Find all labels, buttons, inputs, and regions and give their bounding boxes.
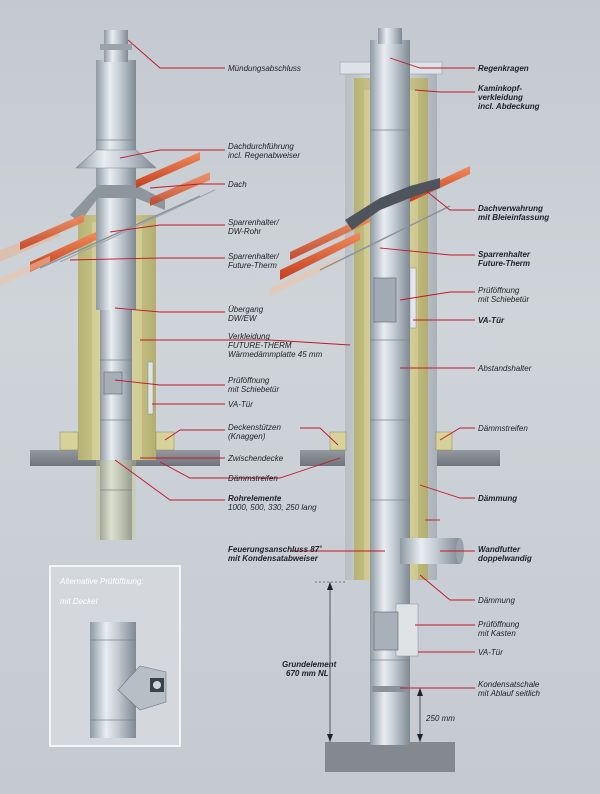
left-rain-deflector (75, 149, 157, 169)
label-zwischendecke: Zwischendecke (228, 454, 284, 463)
label-dach: Dach (228, 180, 247, 189)
right-inspection-box (395, 603, 419, 657)
label-uebergang: Übergang DW/EW (228, 305, 264, 323)
label-sparrenhalter-dw: Sparrenhalter/ DW-Rohr (228, 218, 279, 236)
label-sparrenhalter-ft: Sparrenhalter/ Future-Therm (228, 252, 279, 270)
right-chimney (300, 28, 500, 772)
right-roof (270, 166, 470, 296)
label-va-tuer-left: VA-Tür (228, 400, 253, 409)
left-inspection-door (103, 371, 123, 395)
inset-panel (49, 565, 181, 747)
right-inspection-door-1 (373, 277, 397, 323)
label-pruefoeffnung-schiebetuer-right: Prüföffnung mit Schiebetür (478, 286, 530, 304)
label-dim-250: 250 mm (426, 714, 455, 723)
label-abstandshalter: Abstandshalter (478, 364, 532, 373)
label-kondensatschale: Kondensatschale mit Ablauf seitlich (478, 680, 540, 698)
inset-cover (117, 665, 167, 711)
label-pruefoeffnung-schiebetuer-left: Prüföffnung mit Schiebetür (228, 376, 280, 394)
label-va-tuer-right-2: VA-Tür (478, 648, 503, 657)
label-wandfutter: Wandfutter doppelwandig (478, 545, 532, 563)
right-roof-flashing (345, 178, 440, 230)
label-va-tuer-right-1: VA-Tür (478, 316, 505, 325)
label-deckenstuetzen: Deckenstützen (Knaggen) (228, 423, 281, 441)
label-feuerungsanschluss: Feuerungsanschluss 87˚ mit Kondensatabwe… (228, 545, 322, 563)
label-dachverwahrung: Dachverwahrung mit Bleieinfassung (478, 204, 550, 222)
label-pruefoeffnung-kasten: Prüföffnung mit Kasten (478, 620, 520, 638)
label-daemmung-2: Dämmung (478, 596, 515, 605)
inset-title: Alternative Prüföffnung: mit Deckel (60, 577, 144, 606)
label-verkleidung: Verkleidung FUTURE-THERM Wärmedämmplatte… (228, 332, 323, 359)
label-daemmstreifen-right: Dämmstreifen (478, 424, 528, 433)
label-kaminkopfverkleidung: Kaminkopf- verkleidung incl. Abdeckung (478, 84, 540, 111)
label-sparrenhalter-right: Sparrenhalter Future-Therm (478, 250, 531, 268)
label-rohrelemente: Rohrelemente 1000, 500, 330, 250 lang (228, 494, 317, 512)
label-grundelement: Grundelement 670 mm NL (282, 660, 337, 678)
label-muendungsabschluss: Mündungsabschluss (228, 64, 301, 73)
label-regenkragen: Regenkragen (478, 64, 529, 73)
left-roof (0, 152, 216, 286)
leader-lines (69, 39, 475, 689)
left-chimney (30, 30, 220, 540)
label-daemmung-1: Dämmung (478, 494, 518, 503)
left-ceiling-support (59, 431, 79, 451)
label-dachdurchfuehrung: Dachdurchführung incl. Regenabweiser (228, 142, 301, 160)
label-daemmstreifen-left: Dämmstreifen (228, 474, 278, 483)
